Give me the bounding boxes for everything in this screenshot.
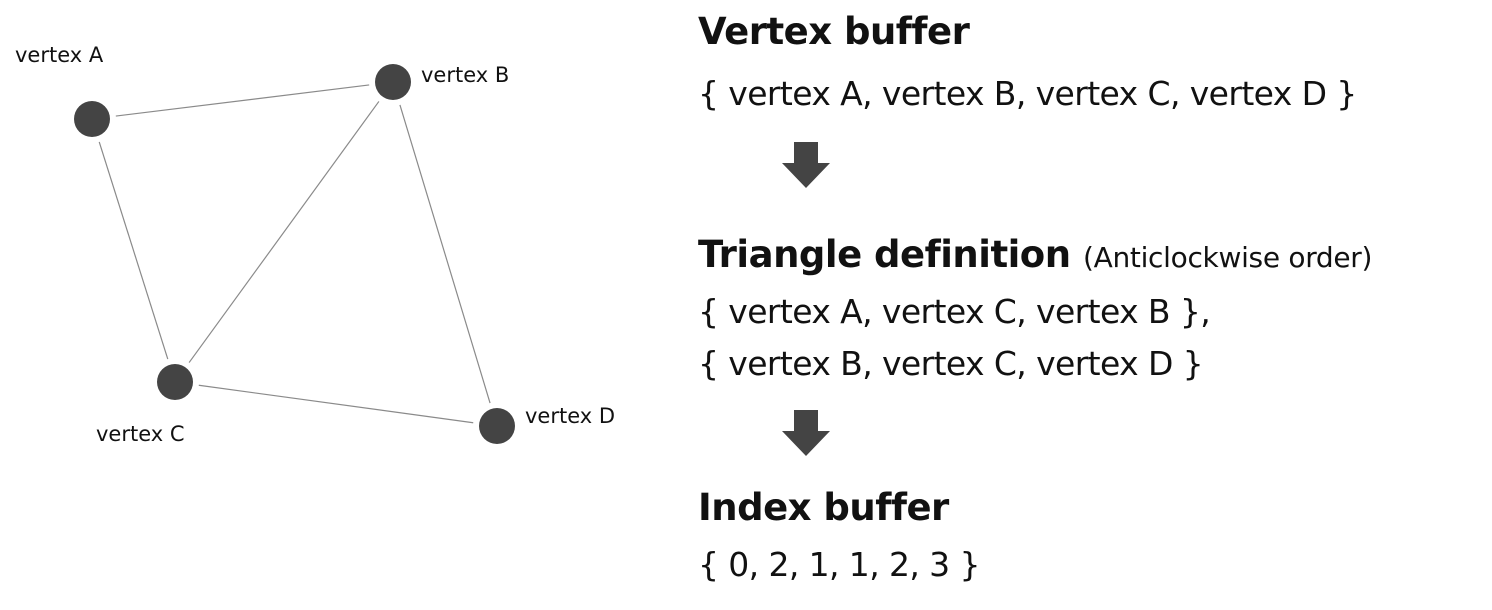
edge-a-c [98, 141, 169, 360]
edge-a-b [115, 84, 370, 117]
triangle-definition-line-1: { vertex A, vertex C, vertex B }, [698, 292, 1211, 331]
vertex-c-label: vertex C [96, 422, 185, 446]
vertex-d-node [479, 408, 515, 444]
triangle-definition-note: (Anticlockwise order) [1082, 241, 1373, 274]
vertex-b-node [375, 64, 411, 100]
edge-b-d [399, 104, 491, 404]
index-buffer-content: { 0, 2, 1, 1, 2, 3 } [698, 545, 980, 584]
edge-b-c [188, 101, 380, 363]
triangle-definition-title: Triangle definition (Anticlockwise order… [698, 233, 1372, 280]
down-arrow-icon [782, 410, 830, 456]
vertex-d-label: vertex D [525, 404, 615, 428]
vertex-buffer-title: Vertex buffer [698, 10, 970, 53]
triangle-definition-title-text: Triangle definition [698, 233, 1071, 276]
index-buffer-title: Index buffer [698, 486, 949, 529]
vertex-c-node [157, 364, 193, 400]
edge-c-d [198, 384, 474, 424]
vertex-graph: vertex A vertex B vertex C vertex D [15, 43, 615, 446]
buffer-explanation-panel: Vertex buffer { vertex A, vertex B, vert… [698, 0, 1488, 610]
vertex-a-node [74, 101, 110, 137]
triangle-definition-line-2: { vertex B, vertex C, vertex D } [698, 344, 1204, 383]
graph-edges [98, 84, 491, 424]
down-arrow-icon [782, 142, 830, 188]
vertex-buffer-content: { vertex A, vertex B, vertex C, vertex D… [698, 74, 1357, 113]
vertex-b-label: vertex B [421, 63, 509, 87]
vertex-a-label: vertex A [15, 43, 104, 67]
